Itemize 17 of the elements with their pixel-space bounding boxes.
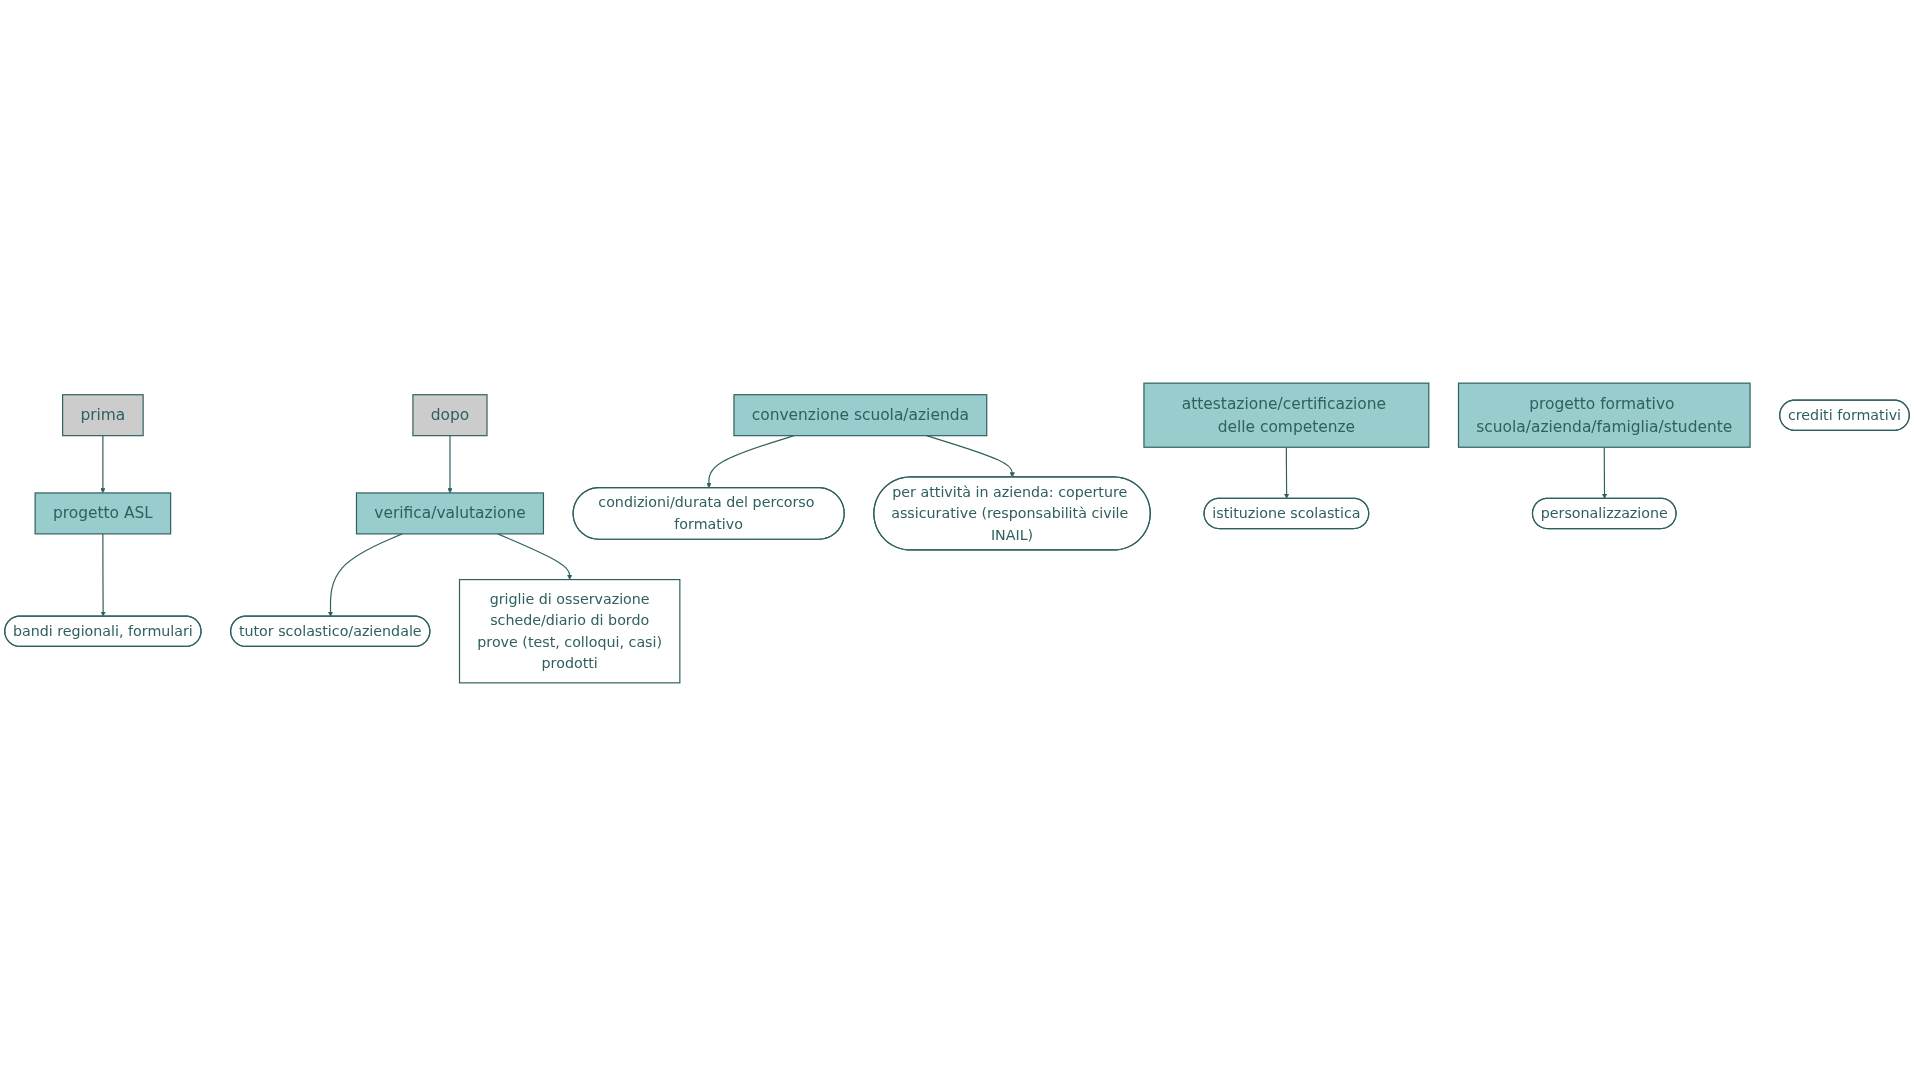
node-box: prima [62,394,144,437]
node-box: griglie di osservazione schede/diario di bordo prove (test, colloqui, casi) prodotti [458,579,681,684]
arrow [497,533,573,580]
arrow [706,435,795,489]
arrow [100,533,106,617]
arrow [1284,446,1290,499]
node-box: progetto formativo scuola/azienda/famiglia/studente [1457,382,1751,448]
arrow [327,533,403,617]
arrow [100,435,106,494]
node-box: progetto ASL [34,492,172,535]
node-box: attestazione/certificazione delle competenze [1143,382,1430,448]
arrow [926,435,1015,478]
node-box: verifica/valutazione [355,492,545,535]
node-box: convenzione scuola/azienda [733,394,988,437]
arrow [447,435,453,494]
arrow [1601,446,1608,499]
node-box: dopo [412,394,488,437]
